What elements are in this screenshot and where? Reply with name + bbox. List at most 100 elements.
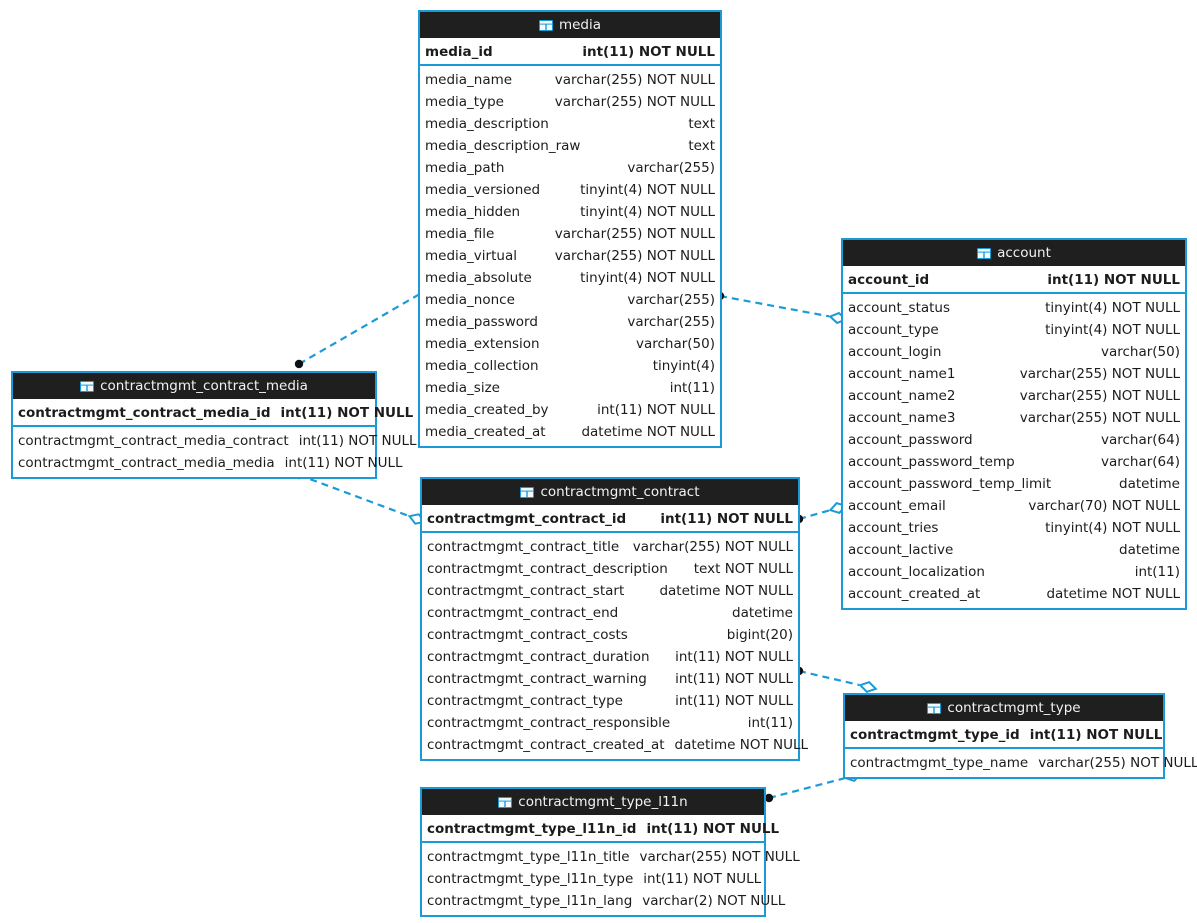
column-name: contractmgmt_contract_end — [427, 605, 619, 621]
column-type: varchar(255) NOT NULL — [554, 248, 715, 264]
column-row[interactable]: media_type varchar(255) NOT NULL — [420, 91, 720, 113]
column-name: account_name1 — [848, 366, 956, 382]
column-type: int(11) NOT NULL — [675, 693, 793, 709]
column-name: account_name2 — [848, 388, 956, 404]
entity-header-contractmgmt_type[interactable]: contractmgmt_type — [845, 695, 1163, 721]
column-name: media_description_raw — [425, 138, 581, 154]
entity-header-account[interactable]: account — [843, 240, 1185, 266]
column-name: account_login — [848, 344, 942, 360]
entity-header-media[interactable]: media — [420, 12, 720, 38]
column-name: media_nonce — [425, 292, 515, 308]
column-type: varchar(255) — [627, 314, 715, 330]
column-type: tinyint(4) NOT NULL — [580, 204, 715, 220]
column-type: varchar(255) NOT NULL — [554, 94, 715, 110]
column-type: varchar(255) NOT NULL — [1019, 388, 1180, 404]
relation-contract-to-type — [794, 666, 878, 694]
entity-header-contractmgmt_contract[interactable]: contractmgmt_contract — [422, 479, 798, 505]
column-row[interactable]: account_name2 varchar(255) NOT NULL — [843, 385, 1185, 407]
column-type: int(11) NOT NULL — [660, 511, 793, 527]
column-type: datetime NOT NULL — [581, 424, 715, 440]
column-name: account_tries — [848, 520, 939, 536]
column-name: media_virtual — [425, 248, 517, 264]
column-name: contractmgmt_contract_created_at — [427, 737, 665, 753]
column-name: media_type — [425, 94, 504, 110]
column-name: contractmgmt_contract_media_media — [18, 455, 275, 471]
column-name: account_password — [848, 432, 973, 448]
table-icon — [520, 486, 535, 498]
column-name: account_type — [848, 322, 939, 338]
column-name: media_path — [425, 160, 505, 176]
column-row[interactable]: media_path varchar(255) — [420, 157, 720, 179]
column-type: varchar(255) — [627, 160, 715, 176]
relation-endpoint-dot — [764, 793, 774, 803]
relation-endpoint-diamond — [858, 680, 878, 694]
column-row[interactable]: media_virtual varchar(255) NOT NULL — [420, 245, 720, 267]
entity-header-contractmgmt_type_l11n[interactable]: contractmgmt_type_l11n — [422, 789, 764, 815]
entity-header-contractmgmt_contract_media[interactable]: contractmgmt_contract_media — [13, 373, 375, 399]
column-type: bigint(20) — [726, 627, 793, 643]
column-name: contractmgmt_contract_media_id — [18, 405, 271, 421]
column-type: varchar(2) NOT NULL — [642, 893, 786, 909]
column-type: tinyint(4) NOT NULL — [580, 270, 715, 286]
